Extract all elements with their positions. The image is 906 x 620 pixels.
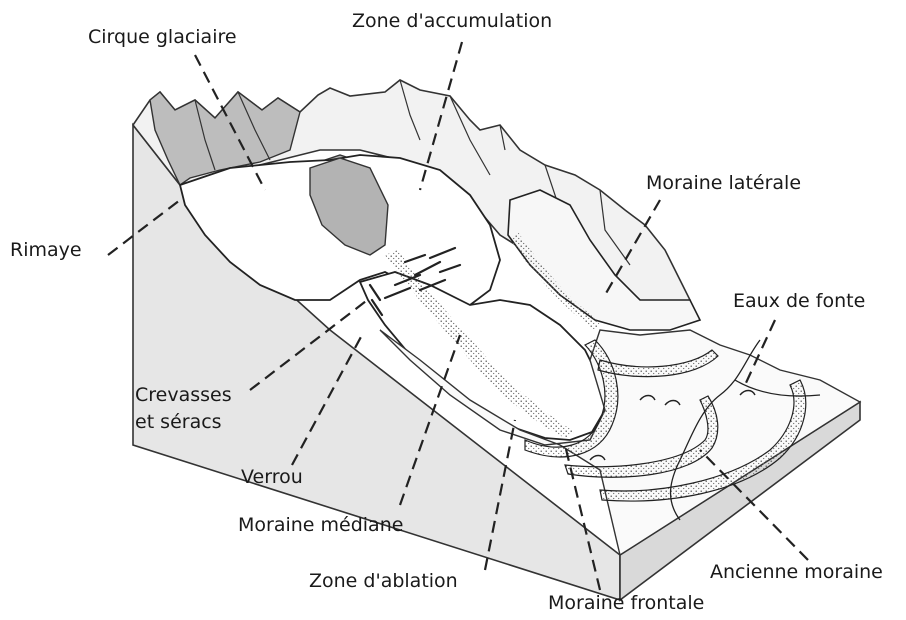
label-eaux-de-fonte: Eaux de fonte <box>733 290 865 313</box>
label-moraine-laterale: Moraine latérale <box>646 172 801 195</box>
label-verrou: Verrou <box>241 466 303 489</box>
label-zone-ablation: Zone d'ablation <box>309 570 458 593</box>
label-moraine-mediane: Moraine médiane <box>238 514 403 537</box>
label-moraine-frontale: Moraine frontale <box>548 592 704 615</box>
label-crevasses: Crevasses <box>135 384 232 407</box>
label-cirque-glaciaire: Cirque glaciaire <box>88 26 237 49</box>
label-ancienne-moraine: Ancienne moraine <box>710 561 883 584</box>
label-rimaye: Rimaye <box>10 239 82 262</box>
label-zone-accumulation: Zone d'accumulation <box>352 10 552 33</box>
label-et-seracs: et séracs <box>135 411 222 434</box>
